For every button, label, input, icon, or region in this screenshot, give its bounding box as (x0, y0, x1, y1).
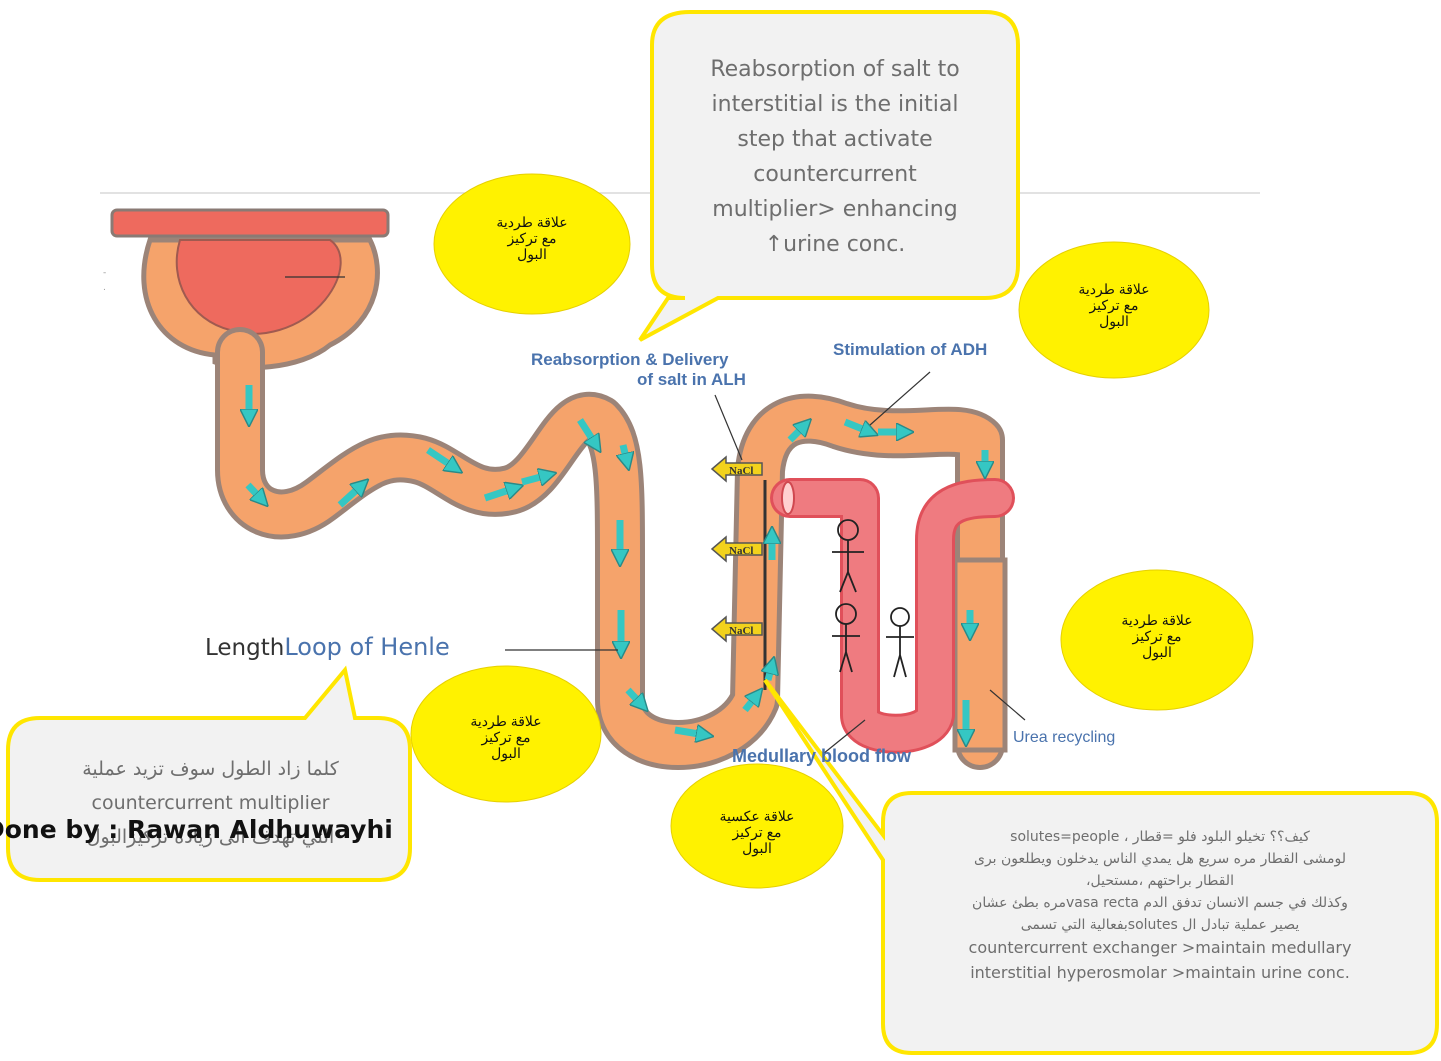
afferent-vessel (112, 210, 388, 236)
flow-arrow (768, 665, 772, 680)
stray-mark: . (103, 283, 106, 293)
nacl-label: NaCl (729, 625, 753, 637)
label-loop-length: Length (205, 635, 284, 661)
label-medullary-blood-flow: Medullary blood flow (732, 746, 911, 767)
vessel-opening (782, 482, 794, 514)
label-loop-name: Loop of Henle (284, 633, 449, 661)
flow-arrow (675, 730, 705, 735)
nacl-label: NaCl (729, 545, 753, 557)
nacl-label: NaCl (729, 465, 753, 477)
label-reabsorption-line1: Reabsorption & Delivery (531, 350, 728, 370)
label-loop-of-henle: LengthLoop of Henle (205, 633, 450, 661)
credit-text: Done by : Rawan Aldhuwayhi (0, 815, 393, 844)
flow-arrow (623, 445, 627, 462)
stray-mark: - (103, 268, 106, 278)
label-reabsorption-line2: of salt in ALH (637, 370, 746, 390)
callout-top-text: Reabsorption of salt to interstitial is … (662, 52, 1008, 262)
person-figure (886, 608, 914, 677)
callout-right-text: كيف؟؟ تخيلو البلود فلو =قطار ، solutes=p… (895, 826, 1425, 986)
label-adh: Stimulation of ADH (833, 340, 987, 360)
label-urea-recycling: Urea recycling (1013, 729, 1115, 747)
